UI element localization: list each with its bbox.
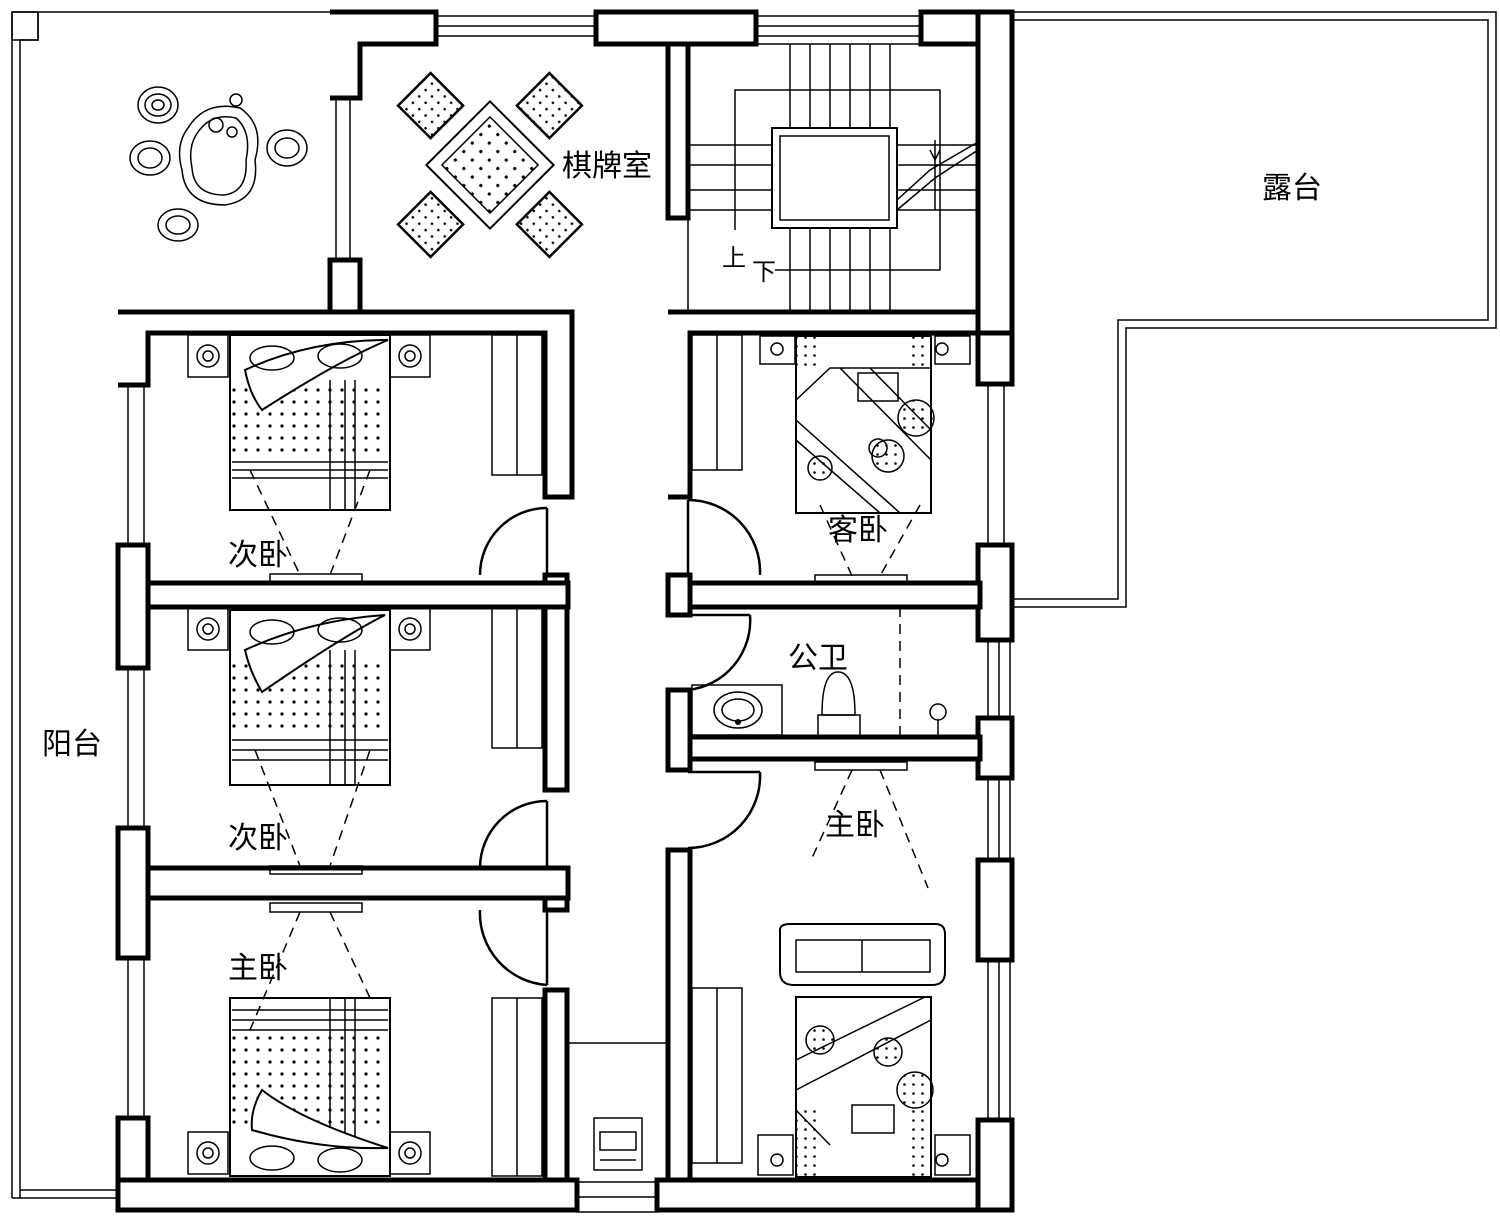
garden-rocks-icon [129, 86, 308, 242]
wardrobe-guest-icon [691, 334, 743, 471]
master-bedroom-right-label: 主卧 [825, 808, 885, 843]
wardrobe-2-icon [491, 607, 543, 749]
walls [115, 9, 1015, 1213]
terrace-label: 露台 [1262, 171, 1322, 206]
balcony-outline [11, 11, 330, 1199]
terrace-outline [1012, 11, 1497, 608]
bed-master-left-icon [187, 902, 431, 1177]
secondary-bedroom-2-label: 次卧 [228, 821, 288, 856]
bathroom-fixtures [691, 607, 947, 738]
stair-down-label: 下 [752, 258, 776, 286]
mahjong-table-icon [396, 71, 584, 259]
secondary-bedroom-1-label: 次卧 [228, 538, 288, 573]
doors [478, 498, 762, 987]
wardrobe-3-icon [491, 997, 543, 1177]
public-bathroom-label: 公卫 [788, 641, 848, 676]
balcony-label: 阳台 [42, 727, 102, 762]
wardrobe-master-right-icon [691, 987, 743, 1164]
sofa-icon [779, 923, 946, 986]
washing-machine-icon [593, 1117, 643, 1171]
bed-secondary-2-icon [187, 607, 431, 875]
bed-secondary-1-icon [187, 334, 431, 583]
stair-up-label: 上 [722, 244, 746, 272]
bed-master-right-icon [757, 761, 971, 1178]
staircase: 上 下 [687, 43, 979, 313]
master-bedroom-left-label: 主卧 [228, 951, 288, 986]
wardrobe-1-icon [491, 334, 543, 476]
bed-guest-icon [759, 335, 971, 584]
chess-room-label: 棋牌室 [562, 149, 652, 184]
guest-bedroom-label: 客卧 [828, 513, 888, 548]
